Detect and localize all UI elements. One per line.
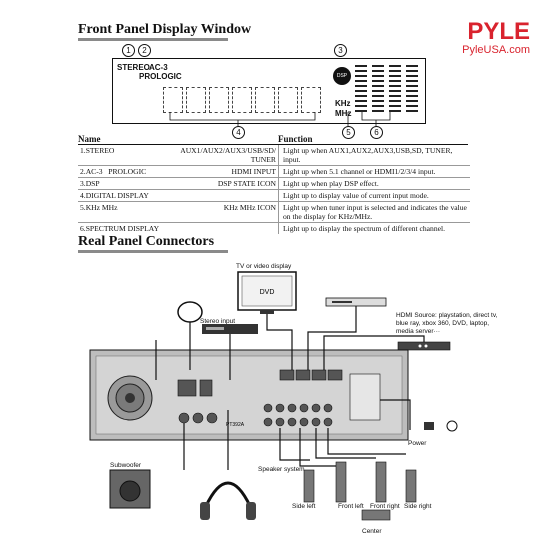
tv-label: TV or video display xyxy=(236,263,292,270)
dsp-icon: DSP xyxy=(333,67,351,85)
speaker-icons xyxy=(303,461,417,521)
subwoofer-label: Subwoofer xyxy=(110,462,142,469)
spec-table: 1.STEREO AUX1/AUX2/AUX3/USB/SD/ TUNER Li… xyxy=(78,145,470,234)
table-row: 5.KHz MHz KHz MHz ICON Light up when tun… xyxy=(78,201,470,223)
row-name: 1.STEREO xyxy=(80,146,115,155)
function-header: Function xyxy=(278,134,313,144)
laptop-icon xyxy=(397,341,451,351)
cables xyxy=(155,306,425,470)
name-header: Name xyxy=(78,134,101,144)
khz-label: KHz xyxy=(335,99,351,108)
speaker-system-label: Speaker system xyxy=(258,466,305,473)
table-row: 4.DIGITAL DISPLAY Light up to display va… xyxy=(78,189,470,202)
digit-segment xyxy=(255,87,275,113)
row-function: Light up when 5.1 channel or HDMI1/2/3/4… xyxy=(278,165,470,178)
table-top-rule xyxy=(78,144,468,145)
logo-site: PyleUSA.com xyxy=(462,44,530,56)
side-right-label: Side right xyxy=(404,503,432,510)
digit-segment xyxy=(209,87,229,113)
digit-segment xyxy=(186,87,206,113)
stereo-input-label: Stereo input xyxy=(200,318,236,325)
stereo-label: STEREO xyxy=(117,63,150,72)
row-name: 5.KHz MHz xyxy=(80,203,118,212)
callout-3: 3 xyxy=(334,44,347,57)
row-name: 6.SPECTRUM DISPLAY xyxy=(80,224,160,233)
callout-6: 6 xyxy=(370,126,383,139)
front-panel-title: Front Panel Display Window xyxy=(78,22,252,37)
row-value: DSP STATE ICON xyxy=(217,179,276,188)
front-title-rule xyxy=(78,38,228,41)
row-value: KHz MHz ICON xyxy=(223,203,276,212)
callout-2: 2 xyxy=(138,44,151,57)
row-function: Light up to display the spectrum of diff… xyxy=(278,222,470,234)
logo-brand: PYLE xyxy=(467,18,530,45)
power-plug-icon xyxy=(424,420,458,432)
table-row: 6.SPECTRUM DISPLAY Light up to display t… xyxy=(78,222,470,234)
callout-1: 1 xyxy=(122,44,135,57)
digit-segment xyxy=(163,87,183,113)
row-name: 2.AC-3 PROLOGIC xyxy=(80,167,147,176)
power-label: Power xyxy=(408,440,427,447)
callout-leaders xyxy=(169,112,391,126)
hdmi-source-label: HDMI Source: playstation, direct tv, blu… xyxy=(396,312,498,335)
receiver-rear-panel: PT392A xyxy=(89,349,409,441)
dvd-label: DVD xyxy=(260,289,275,296)
row-function: Light up when AUX1,AUX2,AUX3,USB,SD, TUN… xyxy=(278,145,470,166)
spectrum-display xyxy=(355,65,418,112)
tv-icon: DVD xyxy=(237,271,297,314)
pyle-logo: PYLE PyleUSA.com xyxy=(440,20,530,57)
digit-segment xyxy=(301,87,321,113)
connection-diagram: DVD PT392A xyxy=(89,271,458,521)
table-row: 1.STEREO AUX1/AUX2/AUX3/USB/SD/ TUNER Li… xyxy=(78,145,470,166)
callout-5: 5 xyxy=(342,126,355,139)
table-row: 2.AC-3 PROLOGIC HDMI INPUT Light up when… xyxy=(78,165,470,178)
subwoofer-icon xyxy=(109,469,151,509)
rear-title-rule xyxy=(78,250,228,253)
dsp-label: DSP xyxy=(336,73,348,79)
digit-segment xyxy=(232,87,252,113)
row-function: Light up when tuner input is selected an… xyxy=(278,201,470,223)
callout-4: 4 xyxy=(232,126,245,139)
row-name: 4.DIGITAL DISPLAY xyxy=(80,191,149,200)
table-row: 3.DSP DSP STATE ICON Light up when play … xyxy=(78,177,470,190)
mhz-label: MHz xyxy=(335,109,352,118)
front-left-label: Front left xyxy=(338,503,364,510)
row-value: HDMI INPUT xyxy=(231,167,276,176)
row-name: 3.DSP xyxy=(80,179,100,188)
rear-panel-title: Real Panel Connectors xyxy=(78,234,215,249)
row-value: AUX1/AUX2/AUX3/USB/SD/ TUNER xyxy=(180,146,276,164)
row-function: Light up when play DSP effect. xyxy=(278,177,470,190)
row-function: Light up to display value of current inp… xyxy=(278,189,470,202)
side-left-label: Side left xyxy=(292,503,316,510)
prologic-label: PROLOGIC xyxy=(139,72,182,81)
center-label: Center xyxy=(362,528,382,535)
model-label: PT392A xyxy=(226,422,245,428)
display-window: STEREO AC-3 PROLOGIC DSP KHz MHz xyxy=(112,58,426,124)
ac3-label: AC-3 xyxy=(149,63,168,72)
headphones-icon xyxy=(200,481,256,520)
front-right-label: Front right xyxy=(370,503,400,510)
digit-segment xyxy=(278,87,298,113)
dvd-player-icon xyxy=(325,297,387,307)
digital-display xyxy=(163,87,333,115)
